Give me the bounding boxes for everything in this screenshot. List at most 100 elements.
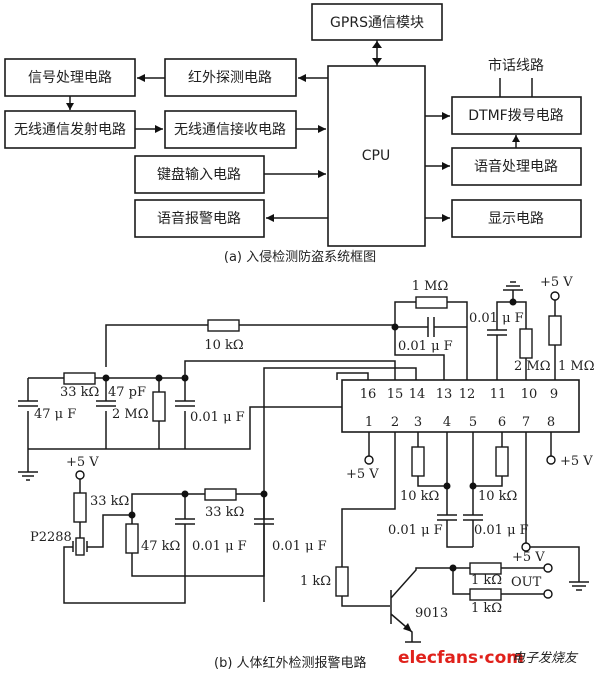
pin-9-label: 9 <box>550 387 558 402</box>
pin-12-label: 12 <box>459 387 476 402</box>
resistor-10k-pin6 <box>495 446 509 477</box>
transistor-9013 <box>390 567 453 642</box>
signal-processing-block <box>4 58 136 97</box>
label-47k: 47 kΩ <box>141 539 180 554</box>
capacitor-001-pin11 <box>487 329 507 336</box>
pin-15-label: 15 <box>387 387 404 402</box>
block-diagram: GPRS通信模块 CPU 信号处理电路 红外探测电路 无线通信发射电路 无线通信… <box>4 3 582 265</box>
arrow-head-icon <box>137 74 145 82</box>
arrow-head-icon <box>512 135 520 142</box>
infrared-detect-label: 红外探测电路 <box>188 70 272 86</box>
label-001-pin4: 0.01 μ F <box>388 523 443 538</box>
label-001-left: 0.01 μ F <box>190 410 245 425</box>
arrow-head-icon <box>155 125 163 133</box>
arrow-head-icon <box>442 112 450 120</box>
arrow-head-icon <box>442 214 450 222</box>
capacitor-001-pin5 <box>463 514 483 521</box>
label-vcc-pin8: +5 V <box>560 454 593 469</box>
wire-pins-3-6 <box>417 432 503 548</box>
resistor-10k-pin3 <box>411 446 425 477</box>
vcc-terminal <box>75 470 85 480</box>
label-001-feedback: 0.01 μ F <box>398 339 453 354</box>
ic-pins-top: 16 15 14 13 12 11 10 9 <box>360 387 558 402</box>
pin-10-label: 10 <box>521 387 538 402</box>
wire-pin15 <box>184 360 396 380</box>
pin-16-label: 16 <box>360 387 377 402</box>
cpu-block <box>327 65 426 247</box>
junction-dot <box>128 511 136 519</box>
output-terminal[interactable] <box>543 563 553 573</box>
display-label: 显示电路 <box>488 211 544 227</box>
label-transistor: 9013 <box>415 606 448 621</box>
pin-7-label: 7 <box>522 415 530 430</box>
label-vcc-pin9: +5 V <box>540 275 573 290</box>
wireless-rx-label: 无线通信接收电路 <box>174 121 286 138</box>
capacitor-001-a <box>175 518 195 525</box>
watermark: elecfans·com 电子发烧友 <box>398 648 579 668</box>
junction-dot <box>181 490 189 498</box>
junction-dot <box>469 482 477 490</box>
label-10k-top: 10 kΩ <box>204 338 243 353</box>
wire-pin2-to-base <box>341 432 396 607</box>
vcc-terminal <box>521 542 531 552</box>
junction-dot <box>155 374 163 382</box>
label-1k-out2: 1 kΩ <box>471 601 502 616</box>
arrow-head-icon <box>442 162 450 170</box>
arrow-head-icon <box>318 125 326 133</box>
keyboard-label: 键盘输入电路 <box>157 166 241 183</box>
resistor-33k-sensor <box>73 492 87 523</box>
wireless-tx-label: 无线通信发射电路 <box>14 122 126 138</box>
label-1m-feedback: 1 MΩ <box>412 279 449 294</box>
label-out: OUT <box>511 575 542 590</box>
resistor-33k-left <box>63 372 96 385</box>
label-33k-left: 33 kΩ <box>60 385 99 400</box>
output-terminal[interactable] <box>543 589 553 599</box>
pin-5-label: 5 <box>469 415 477 430</box>
watermark-brand: elecfans·com <box>398 648 524 668</box>
label-33k-mid: 33 kΩ <box>205 505 244 520</box>
resistor-1m-pin9 <box>548 315 562 346</box>
junction-dot <box>391 323 399 331</box>
resistor-2m-left <box>152 391 166 422</box>
watermark-tagline: 电子发烧友 <box>512 651 579 666</box>
wire-pin7-ground <box>525 432 580 582</box>
voice-alarm-label: 语音报警电路 <box>157 210 241 227</box>
resistor-47k <box>125 523 139 554</box>
arrow-head-icon <box>298 74 306 82</box>
pin-13-label: 13 <box>436 387 453 402</box>
infrared-detect-block <box>164 58 297 97</box>
ic-chip <box>341 379 580 433</box>
label-1m-pin9: 1 MΩ <box>558 359 595 374</box>
caption-b: (b) 人体红外检测报警电路 <box>214 655 367 671</box>
arrow-head-icon <box>66 103 74 110</box>
wire-output <box>452 567 545 595</box>
pin-4-label: 4 <box>443 415 451 430</box>
vcc-terminal <box>364 455 374 465</box>
display-block <box>451 199 582 238</box>
junction-dot <box>260 490 268 498</box>
label-47uf: 47 μ F <box>34 407 76 422</box>
label-vcc-pin7: +5 V <box>512 550 545 565</box>
ground-icon <box>18 449 38 481</box>
junction-dot <box>443 482 451 490</box>
ground-icon <box>569 581 589 591</box>
vcc-terminal <box>546 455 556 465</box>
label-1k-base: 1 kΩ <box>300 574 331 589</box>
dtmf-block <box>451 96 582 135</box>
caption-a: (a) 入侵检测防盗系统框图 <box>224 249 376 265</box>
arrow-head-icon <box>318 170 326 178</box>
label-001-pin5: 0.01 μ F <box>474 523 529 538</box>
label-001-b: 0.01 μ F <box>272 539 327 554</box>
junction-dot <box>102 374 110 382</box>
pin-11-label: 11 <box>490 387 507 402</box>
voice-processing-label: 语音处理电路 <box>474 158 558 175</box>
resistor-1m-feedback <box>415 296 448 309</box>
capacitor-001-feedback <box>427 317 435 337</box>
resistor-1k-out2 <box>469 588 502 601</box>
resistor-2m-pin10 <box>519 328 533 359</box>
vcc-terminal <box>550 291 560 301</box>
label-10k-pin6: 10 kΩ <box>478 489 517 504</box>
label-2m-left: 2 MΩ <box>112 407 149 422</box>
label-001-a: 0.01 μ F <box>192 539 247 554</box>
resistor-10k-top <box>207 319 240 332</box>
